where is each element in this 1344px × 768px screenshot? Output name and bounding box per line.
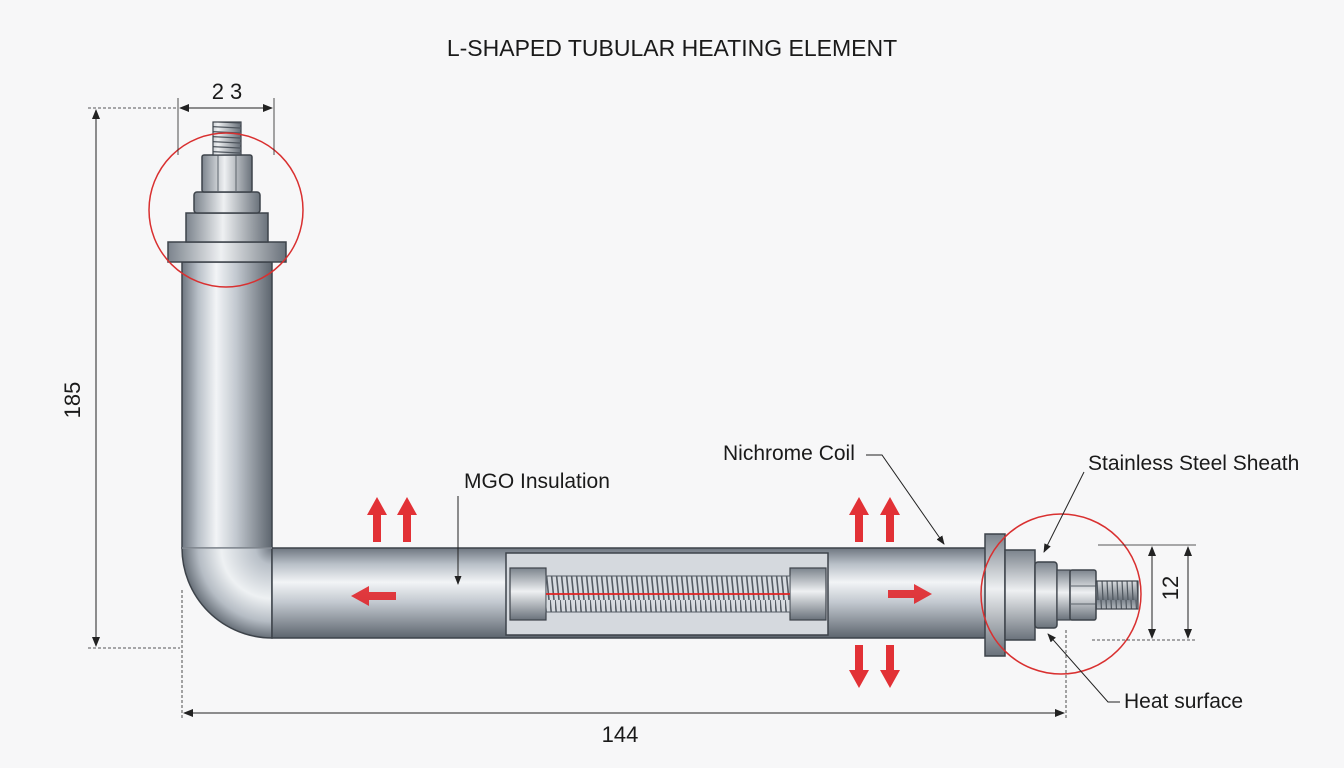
heat-surface-leader xyxy=(1047,633,1120,703)
right-nut xyxy=(1056,569,1071,621)
top-nut xyxy=(201,154,253,193)
nichrome-coil-label: Nichrome Coil xyxy=(723,442,855,465)
right-collar xyxy=(1004,549,1036,641)
top-width-dimension-label: 2 3 xyxy=(212,79,243,104)
heat-arrow-down xyxy=(849,645,869,688)
heat-arrow-up xyxy=(880,497,900,542)
heat-arrow-down xyxy=(880,645,900,688)
right-nut-2 xyxy=(1069,569,1097,621)
stainless-steel-sheath-leader xyxy=(1043,471,1085,553)
right-threaded-stud xyxy=(1095,580,1139,610)
heat-arrow-left xyxy=(351,586,396,606)
top-flange xyxy=(167,241,287,263)
heat-arrow-up xyxy=(849,497,869,542)
cutaway-section xyxy=(505,552,829,636)
nichrome-coil-leader xyxy=(866,454,945,545)
dimension-lines xyxy=(88,98,1196,720)
top-terminal xyxy=(167,121,287,263)
diagram-title: L-SHAPED TUBULAR HEATING ELEMENT xyxy=(447,35,897,61)
top-threaded-stud xyxy=(212,121,242,156)
height-dimension-label: 185 xyxy=(60,382,85,419)
tube-bend xyxy=(181,547,273,639)
top-terminal-highlight-circle xyxy=(148,132,304,288)
vertical-tube xyxy=(181,261,273,549)
heat-flow-arrows xyxy=(351,497,932,688)
heat-arrow-up xyxy=(397,497,417,542)
diameter-dimension-label: 12 xyxy=(1158,576,1183,600)
mgo-insulation-block-left xyxy=(509,567,547,621)
top-washer xyxy=(193,191,261,214)
right-terminal xyxy=(984,533,1139,657)
heat-surface-label: Heat surface xyxy=(1124,690,1243,713)
right-terminal-highlight-circle xyxy=(980,513,1142,675)
leader-lines xyxy=(454,454,1120,703)
top-collar xyxy=(185,212,269,243)
length-dimension-label: 144 xyxy=(602,722,639,747)
heat-arrow-right xyxy=(888,584,932,604)
heat-arrow-up xyxy=(367,497,387,542)
mgo-insulation-label: MGO Insulation xyxy=(464,470,610,493)
stainless-steel-sheath-label: Stainless Steel Sheath xyxy=(1088,452,1299,475)
right-washer xyxy=(1034,561,1058,629)
right-flange xyxy=(984,533,1006,657)
mgo-insulation-block-right xyxy=(789,567,827,621)
